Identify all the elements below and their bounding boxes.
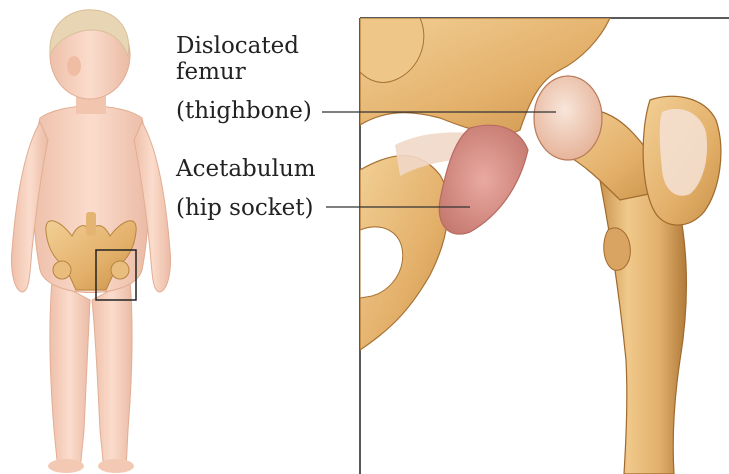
child-figure — [11, 10, 170, 473]
femur-label-line-2: femur — [176, 60, 246, 85]
acetabulum-label-line-2: (hip socket) — [176, 196, 313, 221]
femur-label-line-1: Dislocated — [176, 34, 299, 59]
femur-label-line-3: (thighbone) — [176, 99, 312, 124]
acetabulum-label-line-1: Acetabulum — [176, 157, 316, 182]
femoral-head — [534, 76, 602, 160]
hip-detail-illustration — [360, 18, 729, 474]
